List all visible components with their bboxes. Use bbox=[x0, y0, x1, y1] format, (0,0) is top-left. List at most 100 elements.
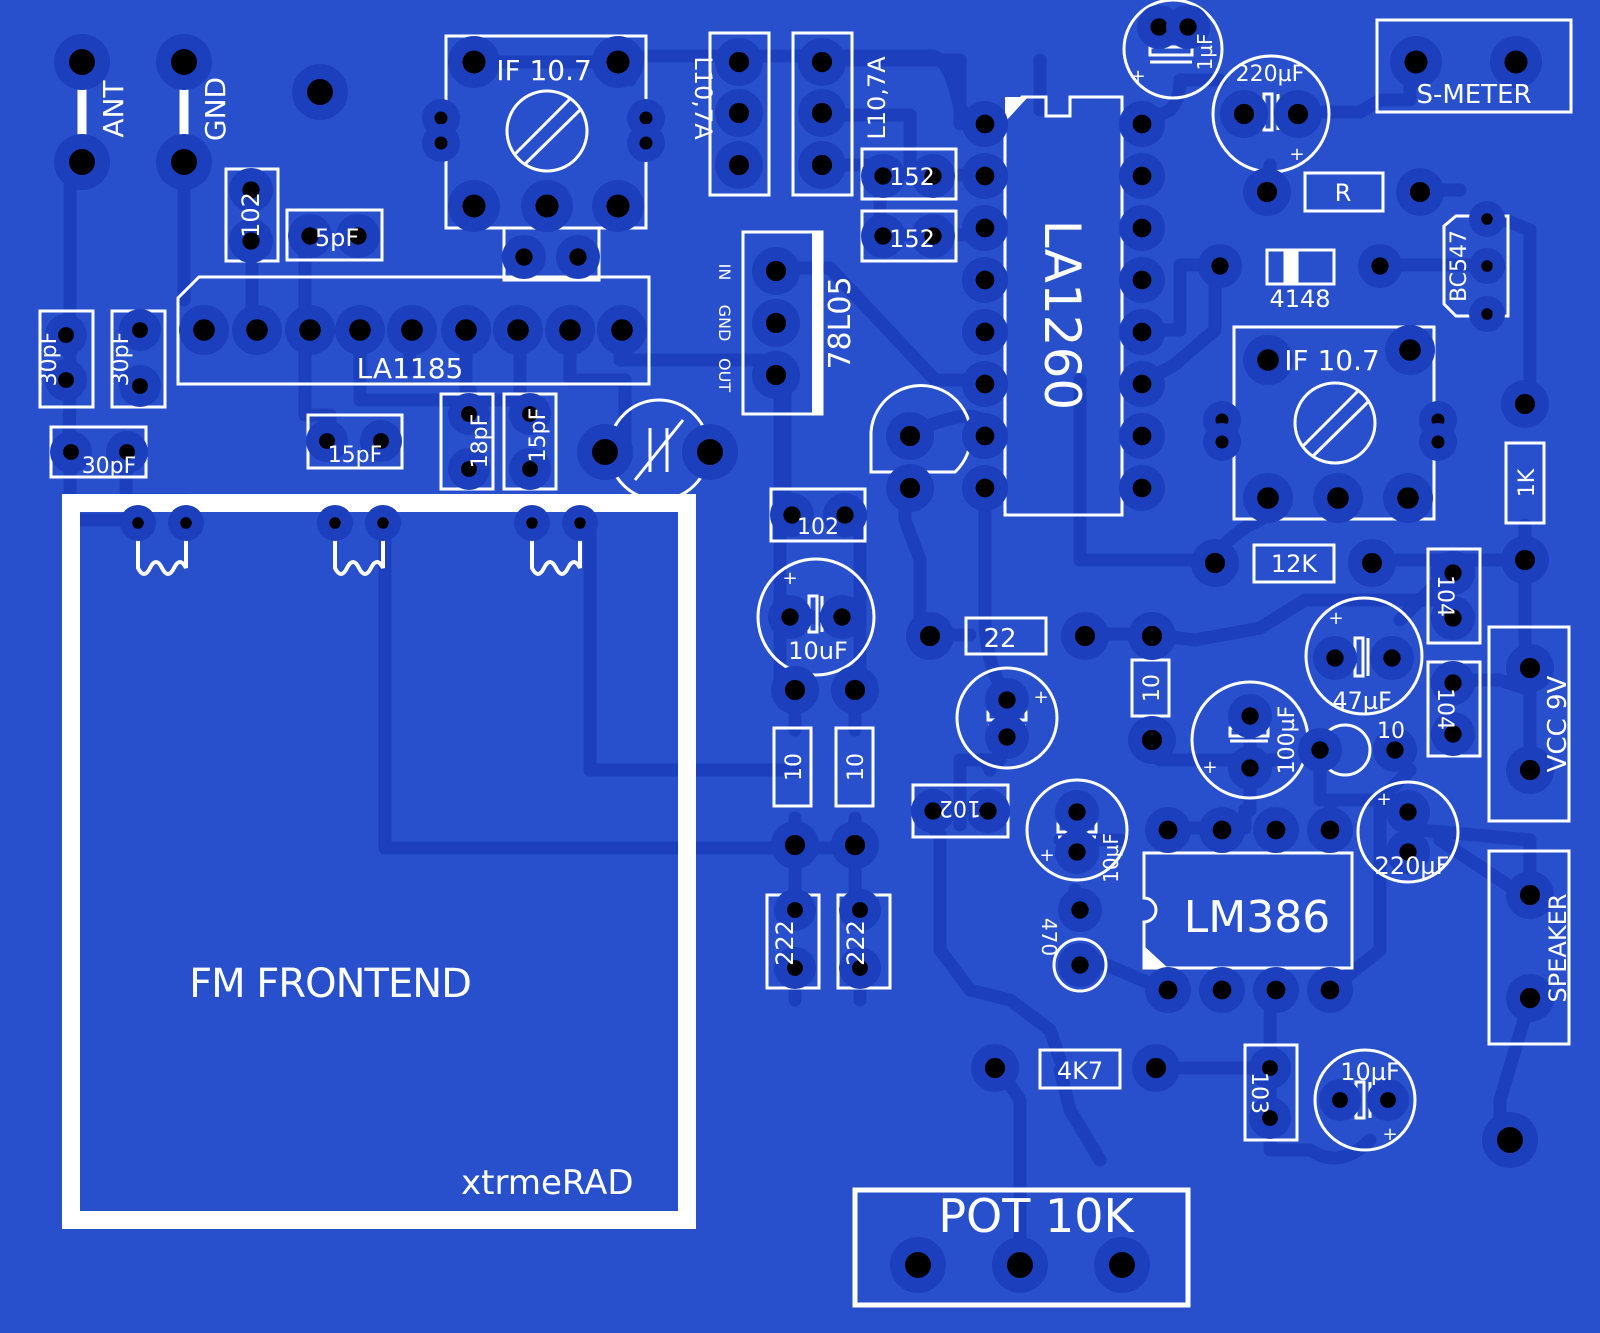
drill-hole bbox=[377, 517, 389, 529]
drill-hole bbox=[1150, 18, 1168, 36]
drill-hole bbox=[1262, 1110, 1278, 1126]
drill-hole bbox=[975, 426, 995, 446]
la1185-label: LA1185 bbox=[357, 352, 464, 385]
drill-hole bbox=[526, 517, 538, 529]
drill-hole bbox=[1332, 1092, 1348, 1108]
drill-hole bbox=[1361, 552, 1383, 574]
xtrmerad-label: xtrmeRAD bbox=[461, 1163, 634, 1203]
drill-hole bbox=[833, 608, 851, 626]
resistor-1k-outline bbox=[1504, 441, 1546, 525]
drill-hole bbox=[783, 506, 801, 524]
drill-hole bbox=[852, 902, 868, 918]
cap-1uf-plus: + bbox=[1130, 66, 1145, 87]
drill-hole bbox=[522, 461, 538, 477]
cap-102-c-label: 102 bbox=[939, 795, 981, 820]
drill-hole bbox=[535, 194, 559, 218]
resistor-470-label: 470 bbox=[1037, 918, 1061, 956]
regulator-gnd-label: GND bbox=[715, 305, 734, 342]
drill-hole bbox=[1320, 820, 1340, 840]
bc547-outline bbox=[1442, 214, 1510, 318]
drill-hole bbox=[1399, 843, 1417, 861]
drill-hole bbox=[1068, 803, 1086, 821]
drill-hole bbox=[784, 834, 806, 856]
cap-10uf-c-outline bbox=[1313, 1048, 1417, 1152]
drill-hole bbox=[998, 728, 1016, 746]
diode-4148-outline bbox=[1265, 248, 1336, 286]
cap-electrolytic-plus: + bbox=[1033, 687, 1048, 708]
drill-hole bbox=[58, 372, 74, 388]
drill-hole bbox=[1132, 218, 1152, 238]
cap-47uf-plus: + bbox=[1328, 608, 1343, 629]
drill-hole bbox=[349, 227, 367, 245]
resistor-4k7-outline bbox=[1038, 1048, 1122, 1090]
cap-102-a-label: 102 bbox=[237, 192, 265, 238]
drill-hole bbox=[1212, 820, 1232, 840]
drill-hole bbox=[1179, 18, 1197, 36]
resistor-r-outline bbox=[1303, 171, 1385, 213]
cap-47uf-label: 47µF bbox=[1332, 687, 1392, 715]
drill-hole bbox=[63, 444, 79, 460]
drill-hole bbox=[1287, 103, 1309, 125]
cap-222-a-label: 222 bbox=[771, 920, 799, 966]
cap-1uf-label: 1µF bbox=[1193, 34, 1217, 71]
drill-hole bbox=[728, 102, 750, 124]
drill-hole bbox=[765, 260, 787, 282]
drill-hole bbox=[1383, 649, 1401, 667]
drill-hole bbox=[462, 194, 486, 218]
drill-hole bbox=[1007, 1252, 1033, 1278]
cap-electrolytic-outline bbox=[955, 666, 1059, 770]
cap-100uf-plus: + bbox=[1202, 757, 1217, 778]
drill-hole bbox=[455, 319, 477, 341]
drill-hole bbox=[574, 517, 586, 529]
cap-18pf-label: 18pF bbox=[468, 414, 493, 469]
drill-hole bbox=[639, 136, 653, 150]
drill-hole bbox=[1444, 609, 1462, 627]
cap-152-a-label: 152 bbox=[889, 163, 935, 191]
diode-4148-label: 4148 bbox=[1269, 285, 1330, 313]
cap-220uf-top-label: 220µF bbox=[1236, 62, 1305, 87]
cap-5pf-outline bbox=[285, 208, 384, 262]
drill-hole bbox=[811, 102, 833, 124]
drill-hole bbox=[899, 477, 921, 499]
resistor-10-b-outline bbox=[834, 726, 875, 808]
drill-hole bbox=[611, 319, 633, 341]
coil-l1-outline bbox=[708, 31, 771, 197]
drill-hole bbox=[1380, 1092, 1396, 1108]
resistor-470-outline bbox=[1052, 937, 1108, 993]
drill-hole bbox=[1326, 649, 1344, 667]
cap-220uf-b-outline bbox=[1356, 780, 1460, 884]
drill-hole bbox=[171, 49, 197, 75]
drill-hole bbox=[975, 166, 995, 186]
cap-30pf-a-outline bbox=[38, 309, 95, 409]
drill-hole bbox=[307, 79, 333, 105]
drill-hole bbox=[1132, 270, 1152, 290]
drill-hole bbox=[844, 679, 866, 701]
drill-hole bbox=[1262, 1060, 1278, 1076]
resistor-22-label: 22 bbox=[983, 624, 1016, 654]
drill-hole bbox=[1158, 980, 1178, 1000]
drill-hole bbox=[1519, 987, 1541, 1009]
cap-10uf-a-outline bbox=[756, 557, 876, 677]
drill-hole bbox=[401, 319, 423, 341]
drill-hole bbox=[373, 433, 389, 449]
cap-47uf-outline bbox=[1304, 596, 1424, 716]
drill-hole bbox=[1519, 657, 1541, 679]
drill-hole bbox=[781, 608, 799, 626]
drill-hole bbox=[569, 248, 587, 266]
la1260-label: LA1260 bbox=[1033, 220, 1091, 410]
drill-hole bbox=[852, 960, 868, 976]
drill-hole bbox=[606, 50, 630, 74]
resistor-10-d-label: 10 bbox=[1377, 719, 1405, 744]
drill-hole bbox=[1497, 1127, 1523, 1153]
cap-100uf-label: 100µF bbox=[1275, 706, 1300, 775]
drill-hole bbox=[507, 319, 529, 341]
drill-hole bbox=[299, 319, 321, 341]
drill-hole bbox=[69, 149, 95, 175]
regulator-in-label: IN bbox=[715, 264, 734, 281]
drill-hole bbox=[1204, 552, 1226, 574]
drill-hole bbox=[1241, 707, 1259, 725]
drill-hole bbox=[975, 374, 995, 394]
cap-103-outline bbox=[1243, 1043, 1299, 1142]
drill-hole bbox=[728, 154, 750, 176]
